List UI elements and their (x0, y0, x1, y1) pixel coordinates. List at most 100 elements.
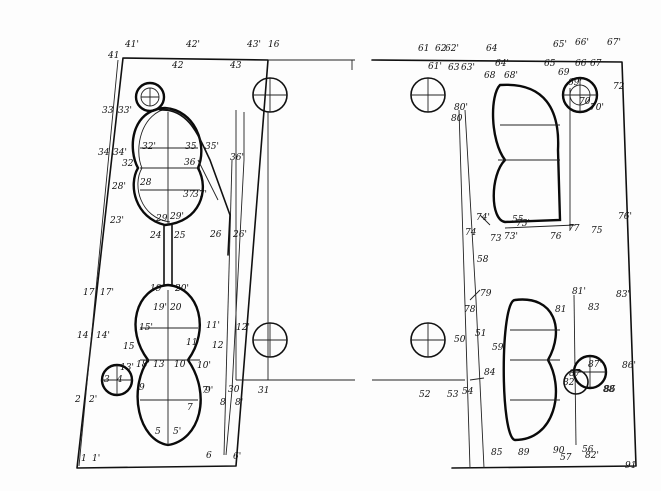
label-51: 51 (475, 329, 486, 339)
right-misc-lines (469, 214, 491, 381)
label-2: 2 (74, 395, 81, 405)
label-78: 78 (464, 305, 476, 315)
label-62p: 62' (445, 44, 459, 54)
label-37p: 37' (193, 190, 207, 200)
label-70p: 70' (590, 103, 604, 113)
label-68p: 68' (504, 71, 518, 81)
right-panel-labels: 61 61' 62 62' 63 63' 64 64' 65 65' 66 66… (418, 38, 636, 471)
label-28p: 28' (111, 182, 126, 192)
label-66p: 66' (575, 38, 589, 48)
left-panel-circles (252, 77, 288, 358)
label-31: 31 (258, 386, 269, 396)
label-68: 68 (484, 71, 496, 81)
label-32p: 32' (142, 142, 156, 152)
label-61p: 61' (428, 62, 442, 72)
left-side-circle (100, 363, 134, 397)
label-19p: 19' (153, 303, 167, 313)
label-18p: 18' (136, 360, 150, 370)
label-14p: 14' (96, 331, 110, 341)
label-34p: 34' (113, 148, 127, 158)
label-7p: 7' (202, 386, 210, 396)
label-75: 75 (591, 226, 603, 236)
label-43: 43 (229, 61, 242, 71)
label-19: 19 (150, 284, 162, 294)
label-26: 26 (209, 230, 222, 240)
label-23p: 23' (109, 216, 124, 226)
upper-right-oval (491, 83, 576, 230)
label-5: 5 (155, 427, 161, 437)
label-64: 64 (486, 44, 498, 54)
left-panel-outline (76, 57, 355, 469)
right-panel-outline (371, 59, 637, 469)
left-inner-strip (223, 110, 245, 456)
label-20p: 20' (174, 284, 189, 294)
label-16: 16 (268, 40, 280, 50)
label-9: 9 (139, 383, 145, 393)
label-86: 86 (604, 385, 616, 395)
label-87p: 87' (588, 360, 602, 370)
label-86p: 86' (622, 361, 636, 371)
label-1p: 1' (92, 454, 100, 464)
label-76: 76 (550, 232, 562, 242)
label-41: 41 (107, 51, 119, 61)
label-10p: 10' (197, 361, 211, 371)
label-61: 61 (418, 44, 429, 54)
label-63: 63 (448, 63, 460, 73)
label-35p: 35' (205, 142, 219, 152)
label-83: 83 (588, 303, 600, 313)
label-67: 67 (590, 59, 602, 69)
label-11p: 11' (206, 321, 220, 331)
label-73p: 73' (504, 232, 518, 242)
label-81: 81 (555, 305, 566, 315)
label-83p: 83' (616, 290, 630, 300)
label-35: 35 (185, 142, 197, 152)
label-17p: 17' (100, 288, 114, 298)
label-79: 79 (480, 289, 492, 299)
label-52: 52 (419, 390, 431, 400)
label-30: 30 (228, 385, 240, 395)
label-55: 55 (512, 215, 524, 225)
label-11: 11 (186, 338, 197, 348)
label-91: 91 (625, 461, 636, 471)
label-85: 85 (491, 448, 503, 458)
label-32: 32 (122, 159, 134, 169)
label-65: 65 (544, 59, 556, 69)
label-34: 34 (98, 148, 110, 158)
label-12p: 12' (236, 323, 250, 333)
label-37: 37 (183, 190, 195, 200)
right-panel-circles (410, 77, 446, 358)
label-53: 53 (447, 390, 459, 400)
label-15: 15 (123, 342, 135, 352)
label-9p: 9' (205, 386, 213, 396)
label-42: 42 (171, 61, 184, 71)
label-13p: 13' (120, 363, 134, 373)
label-90: 90 (553, 446, 565, 456)
label-69: 69 (558, 68, 570, 78)
label-73: 73 (490, 234, 502, 244)
label-42p: 42' (185, 40, 200, 50)
label-25: 25 (173, 231, 186, 241)
label-50: 50 (454, 335, 466, 345)
label-76p: 76' (618, 212, 632, 222)
label-6p: 6' (233, 452, 241, 462)
label-12: 12 (212, 341, 224, 351)
label-65p: 65' (553, 40, 567, 50)
lower-right-circles (563, 354, 608, 395)
label-70: 70 (579, 97, 591, 107)
label-8: 8 (220, 398, 226, 408)
label-15p: 15' (139, 323, 153, 333)
label-54: 54 (462, 387, 474, 397)
label-7: 7 (187, 403, 193, 413)
label-74: 74 (465, 228, 477, 238)
lower-right-oval (502, 294, 577, 446)
label-82: 82 (563, 378, 575, 388)
label-3: 3 (104, 375, 110, 385)
neck-bars (163, 224, 173, 286)
lower-body-shape (134, 283, 202, 447)
label-74p: 74' (476, 213, 490, 223)
label-13: 13 (153, 360, 165, 370)
label-57: 57 (560, 453, 572, 463)
label-4: 4 (116, 375, 123, 385)
